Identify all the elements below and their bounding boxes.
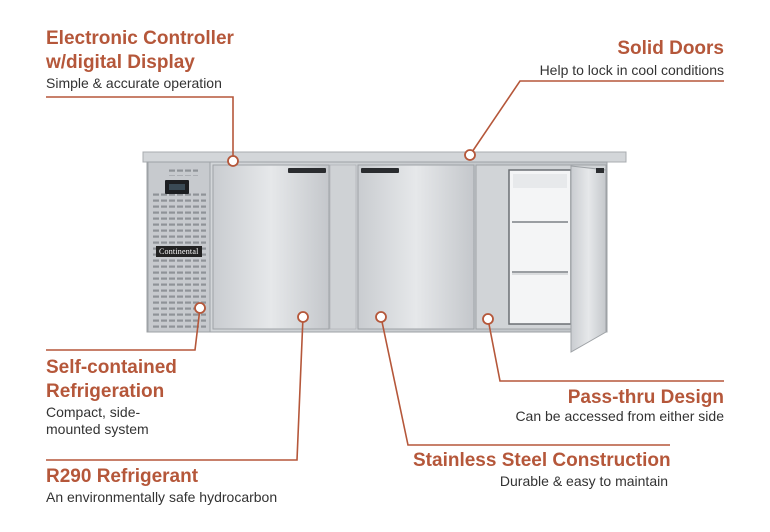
callout-lines xyxy=(46,80,724,461)
feature-desc-controller: Simple & accurate operation xyxy=(46,75,222,91)
feature-desc-passthru: Can be accessed from either side xyxy=(515,408,724,424)
feature-desc-refrigeration: Compact, side- mounted system xyxy=(46,404,149,437)
feature-title-refrigeration: Self-contained Refrigeration xyxy=(46,357,177,402)
feature-title-doors: Solid Doors xyxy=(617,38,724,59)
brand-logo: Continental xyxy=(156,246,202,257)
feature-title-passthru: Pass-thru Design xyxy=(567,387,724,408)
callout-dots xyxy=(194,149,494,325)
feature-title-controller: Electronic Controller w/digital Display xyxy=(46,28,234,73)
feature-title-steel: Stainless Steel Construction xyxy=(413,450,671,471)
solid-door-1 xyxy=(212,164,330,330)
feature-title-refrigerant: R290 Refrigerant xyxy=(46,466,199,487)
feature-desc-steel: Durable & easy to maintain xyxy=(499,473,668,489)
open-door xyxy=(570,165,607,353)
feature-desc-doors: Help to lock in cool conditions xyxy=(539,62,724,78)
open-interior xyxy=(508,169,572,325)
countertop xyxy=(142,151,627,163)
solid-door-2 xyxy=(357,164,475,330)
feature-desc-refrigerant: An environmentally safe hydrocarbon xyxy=(46,489,278,505)
